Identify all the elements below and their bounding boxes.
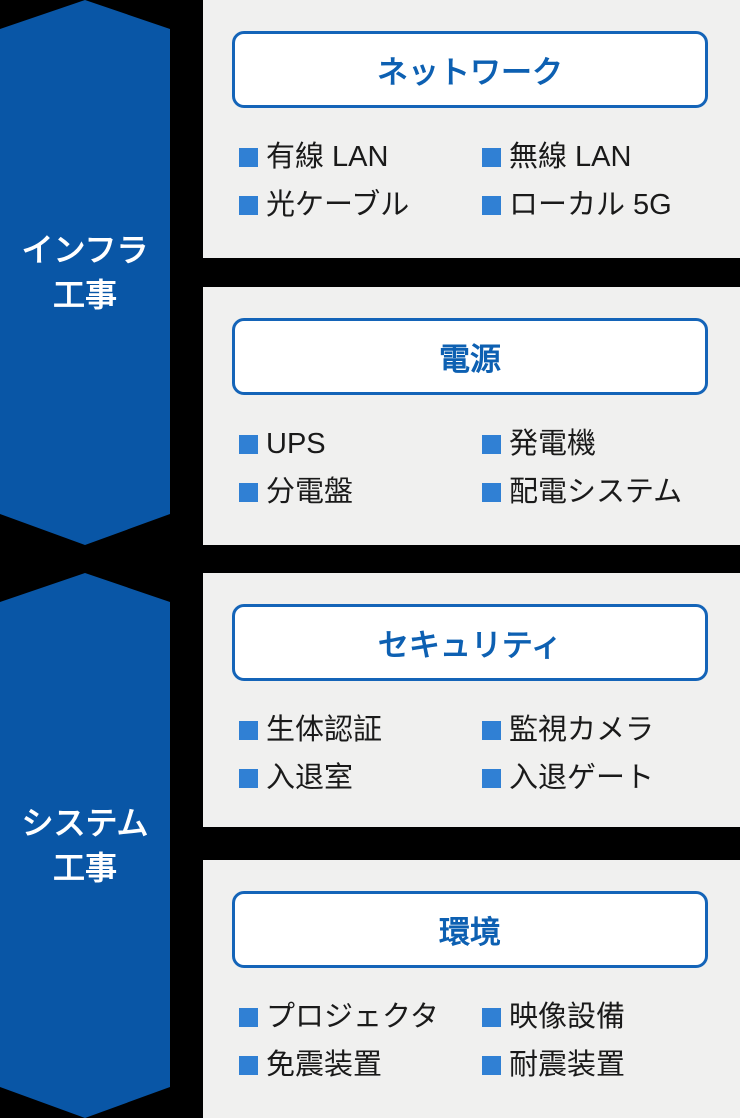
item-label: 入退室 xyxy=(266,761,354,794)
bullet-square-icon xyxy=(482,1007,501,1027)
item-label: ローカル 5G xyxy=(509,188,672,221)
bullet-square-icon xyxy=(482,434,501,454)
list-item: 免震装置 xyxy=(239,1048,482,1081)
item-label: 入退ゲート xyxy=(509,761,655,794)
list-item: 映像設備 xyxy=(482,1000,734,1033)
card-network: ネットワーク 有線 LAN 無線 LAN 光ケーブル ローカル 5G xyxy=(203,0,740,258)
bullet-square-icon xyxy=(482,147,501,167)
list-item: UPS xyxy=(239,427,482,460)
banner-label: システム 工事 xyxy=(21,801,148,889)
bullet-square-icon xyxy=(482,1055,501,1075)
banner-line: 工事 xyxy=(52,276,117,313)
bullet-square-icon xyxy=(239,147,258,167)
item-label: 免震装置 xyxy=(266,1048,383,1081)
list-item: 監視カメラ xyxy=(482,713,734,746)
bullet-square-icon xyxy=(239,768,258,788)
card-title-box: セキュリティ xyxy=(232,604,708,681)
item-label: UPS xyxy=(266,427,326,460)
card-title: セキュリティ xyxy=(377,628,563,663)
card-title: ネットワーク xyxy=(377,55,563,90)
item-list: UPS 発電機 分電盤 配電システム xyxy=(239,420,734,516)
banner-infra-koji: インフラ 工事 xyxy=(0,0,170,545)
bullet-square-icon xyxy=(239,1007,258,1027)
item-label: 有線 LAN xyxy=(266,140,389,173)
card-title-box: 環境 xyxy=(232,891,708,968)
bullet-square-icon xyxy=(482,195,501,215)
item-label: 光ケーブル xyxy=(266,188,410,221)
item-label: 生体認証 xyxy=(266,713,383,746)
list-item: 入退室 xyxy=(239,761,482,794)
item-label: 分電盤 xyxy=(266,475,354,508)
item-list: 有線 LAN 無線 LAN 光ケーブル ローカル 5G xyxy=(239,133,734,229)
bullet-square-icon xyxy=(482,768,501,788)
banner-label: インフラ 工事 xyxy=(21,228,148,316)
card-power: 電源 UPS 発電機 分電盤 配電システム xyxy=(203,287,740,545)
banner-line: 工事 xyxy=(52,849,117,886)
bullet-square-icon xyxy=(239,720,258,740)
bullet-square-icon xyxy=(239,482,258,502)
list-item: ローカル 5G xyxy=(482,188,734,221)
item-label: 発電機 xyxy=(509,427,597,460)
item-label: 耐震装置 xyxy=(509,1048,626,1081)
list-item: 生体認証 xyxy=(239,713,482,746)
item-label: 監視カメラ xyxy=(509,713,655,746)
item-list: 生体認証 監視カメラ 入退室 入退ゲート xyxy=(239,706,734,802)
list-item: 無線 LAN xyxy=(482,140,734,173)
card-environment: 環境 プロジェクタ 映像設備 免震装置 耐震装置 xyxy=(203,860,740,1118)
list-item: 発電機 xyxy=(482,427,734,460)
list-item: 有線 LAN xyxy=(239,140,482,173)
item-label: 配電システム xyxy=(509,475,683,508)
card-title: 環境 xyxy=(439,915,501,950)
list-item: 入退ゲート xyxy=(482,761,734,794)
bullet-square-icon xyxy=(239,195,258,215)
card-title-box: 電源 xyxy=(232,318,708,395)
banner-line: インフラ xyxy=(21,232,149,269)
list-item: 耐震装置 xyxy=(482,1048,734,1081)
item-label: プロジェクタ xyxy=(266,1000,439,1033)
list-item: プロジェクタ xyxy=(239,1000,482,1033)
item-label: 無線 LAN xyxy=(509,140,632,173)
bullet-square-icon xyxy=(482,482,501,502)
item-list: プロジェクタ 映像設備 免震装置 耐震装置 xyxy=(239,993,734,1089)
banner-system-koji: システム 工事 xyxy=(0,573,170,1118)
list-item: 分電盤 xyxy=(239,475,482,508)
card-title-box: ネットワーク xyxy=(232,31,708,108)
bullet-square-icon xyxy=(482,720,501,740)
banner-line: システム xyxy=(21,805,149,842)
bullet-square-icon xyxy=(239,1055,258,1075)
list-item: 光ケーブル xyxy=(239,188,482,221)
card-security: セキュリティ 生体認証 監視カメラ 入退室 入退ゲート xyxy=(203,573,740,827)
bullet-square-icon xyxy=(239,434,258,454)
list-item: 配電システム xyxy=(482,475,734,508)
item-label: 映像設備 xyxy=(509,1000,626,1033)
card-title: 電源 xyxy=(439,342,501,377)
